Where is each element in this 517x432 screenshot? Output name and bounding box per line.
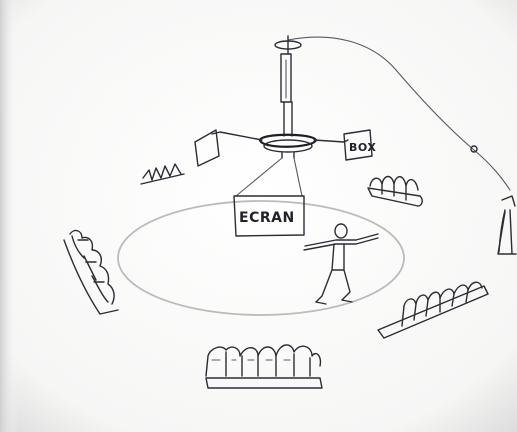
rig-arm-left (211, 131, 263, 141)
cable-pulley (470, 145, 478, 153)
central-mast (258, 35, 318, 159)
audience-right (367, 175, 423, 207)
audience-bottom-right (377, 281, 489, 339)
right-box: BOX (343, 129, 376, 161)
projector-beam (235, 157, 303, 197)
rig-cable (287, 36, 511, 191)
paper-left-shadow (0, 0, 18, 432)
audience-top-left (140, 163, 185, 185)
screen-label: ECRAN (239, 210, 295, 226)
left-panel (194, 129, 220, 167)
stage-ellipse (117, 200, 405, 316)
audience-bottom-center (205, 344, 323, 389)
edge-figure (497, 195, 517, 255)
screen: ECRAN (233, 195, 305, 237)
box-label: BOX (349, 141, 376, 154)
performer-figure (303, 223, 379, 305)
audience-left (63, 229, 119, 315)
